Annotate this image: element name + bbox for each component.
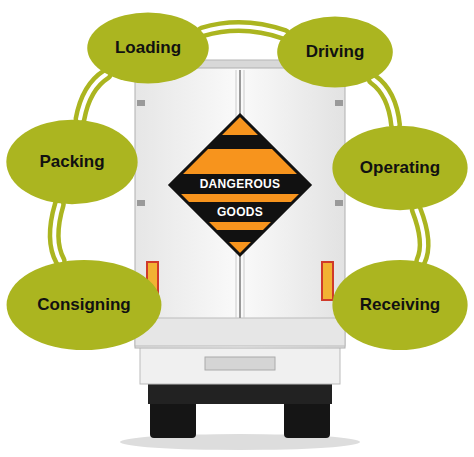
- stage-ellipse: Receiving: [331, 258, 469, 352]
- chain-link: [373, 79, 395, 125]
- stage-ellipse: Loading: [86, 11, 210, 85]
- chain-link: [202, 27, 284, 35]
- stage-name: Packing: [39, 152, 104, 172]
- chain-link: [416, 210, 424, 261]
- stage-ellipse: Consigning: [5, 258, 163, 352]
- stage-ellipse: Operating: [331, 124, 469, 212]
- placard-text: DANGEROUS: [200, 177, 281, 191]
- stage-name: Receiving: [360, 295, 440, 315]
- stage-ellipse: Driving: [276, 15, 394, 89]
- placard-text: GOODS: [217, 205, 263, 219]
- stage-ellipse: Packing: [5, 118, 139, 206]
- stage-name: Consigning: [37, 295, 130, 315]
- chain-link: [80, 74, 106, 119]
- stage-name: Operating: [360, 158, 440, 178]
- stage-name: Driving: [306, 42, 365, 62]
- chain-link: [54, 204, 60, 261]
- stage-name: Loading: [115, 38, 181, 58]
